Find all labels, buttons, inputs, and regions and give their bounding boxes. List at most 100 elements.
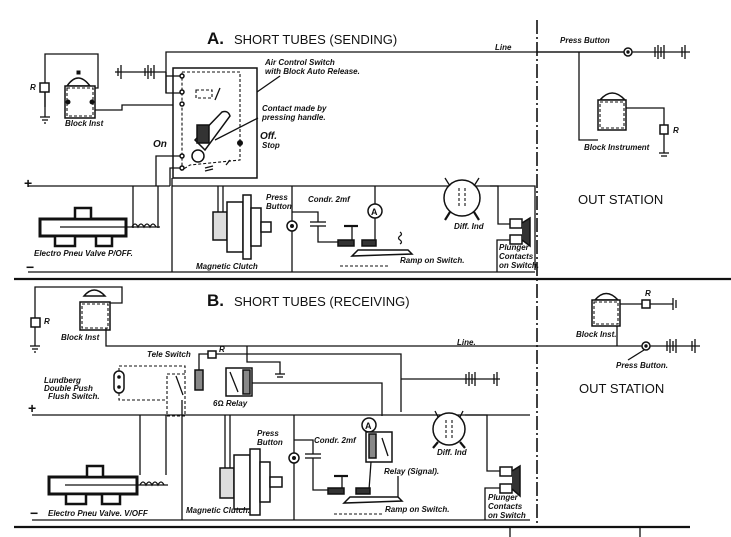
press-button-label-2: Button — [257, 438, 283, 447]
diff-indicator-icon — [443, 179, 481, 217]
tele-switch-label: Tele Switch — [147, 350, 191, 359]
tele-switch — [166, 373, 186, 417]
plunger-contacts — [499, 464, 521, 498]
section-a-title: SHORT TUBES (SENDING) — [234, 32, 397, 47]
section-a: A. SHORT TUBES (SENDING) Line R Block In… — [24, 29, 690, 275]
ammeter-icon — [367, 203, 383, 219]
resistor-r — [39, 82, 50, 93]
block-instrument — [79, 289, 111, 331]
wire — [247, 353, 402, 412]
battery-icon — [654, 45, 686, 59]
condenser-label: Condr. 2mf — [314, 436, 357, 445]
wire — [465, 414, 500, 472]
on-label: On — [153, 139, 167, 150]
clutch-label: Magnetic Clutch. — [186, 506, 250, 515]
wire — [169, 167, 180, 186]
valve-label: Electro Pneu Valve P/OFF. — [34, 249, 133, 258]
line-wire — [105, 328, 537, 347]
diff-indicator-icon — [432, 412, 466, 446]
resistor-label: R — [30, 83, 36, 92]
diff-ind-label: Diff. Ind — [437, 448, 468, 457]
lundberg-label-1: Lundberg — [44, 376, 81, 385]
plus-sign: + — [28, 400, 36, 416]
relay-signal — [365, 431, 393, 463]
air-control-label-1: Air Control Switch — [264, 58, 335, 67]
ammeter-label: A — [365, 421, 372, 431]
wire — [294, 439, 314, 454]
wire — [118, 393, 167, 401]
resistor-label: R — [645, 289, 651, 298]
plunger-label-2: Contacts — [499, 252, 534, 261]
plus-sign: + — [24, 175, 32, 191]
ramp-switch — [337, 224, 414, 267]
resistor-label: R — [44, 317, 50, 326]
section-b-title: SHORT TUBES (RECEIVING) — [234, 294, 410, 309]
valve-label: Electro Pneu Valve. V/OFF — [48, 509, 149, 518]
wire — [292, 211, 319, 222]
air-control-switch — [172, 67, 258, 179]
wire — [317, 226, 345, 243]
earth-icon — [659, 152, 669, 157]
lundberg-switch — [113, 370, 125, 394]
section-a-letter: A. — [207, 29, 224, 48]
wire — [155, 155, 180, 186]
relay-6-ohm — [225, 354, 285, 397]
section-b-letter: B. — [207, 291, 224, 310]
line-label: Line — [495, 43, 512, 52]
off-label: Off. — [260, 131, 277, 142]
wire — [490, 185, 510, 225]
condenser-icon — [305, 453, 321, 459]
plunger-label-1: Plunger — [499, 243, 530, 252]
earth-icon — [40, 116, 50, 124]
block-instrument-label: Block Instrument — [584, 143, 650, 152]
press-button-label-1: Press — [257, 429, 279, 438]
battery-icon — [455, 372, 500, 386]
diff-ind-label: Diff. Ind — [454, 222, 485, 231]
magnetic-clutch — [212, 186, 272, 260]
magnetic-clutch — [219, 415, 283, 516]
battery-icon — [666, 339, 696, 353]
minus-sign: − — [30, 505, 38, 521]
press-button-label: Press Button. — [616, 361, 668, 370]
wire — [34, 286, 123, 318]
wire — [368, 461, 372, 491]
press-button-label: Press Button — [560, 36, 610, 45]
minus-sign: − — [26, 259, 34, 275]
wire — [165, 72, 180, 94]
wire — [496, 239, 510, 272]
contact-label-2: pressing handle. — [261, 113, 326, 122]
contact-label-1: Contact made by — [262, 104, 327, 113]
line-label: Line. — [457, 338, 476, 347]
wire — [484, 487, 500, 520]
press-button-label-1: Press — [266, 193, 288, 202]
plunger-contacts — [509, 216, 531, 248]
plunger-label-3: on Switch. — [499, 261, 539, 270]
ramp-switch — [327, 474, 404, 515]
resistor-r — [207, 350, 217, 359]
resistor-label: R — [673, 126, 679, 135]
ramp-label: Ramp on Switch. — [400, 256, 464, 265]
plunger-label-1: Plunger — [488, 493, 519, 502]
wire — [198, 353, 208, 370]
ammeter-label: A — [371, 207, 378, 217]
earth-icon — [30, 345, 40, 353]
out-station-b: R Block Inst. Press Button. OUT STATION — [537, 289, 700, 396]
clutch-label: Magnetic Clutch — [196, 262, 258, 271]
block-instrument — [64, 70, 96, 119]
resistor-r — [659, 124, 669, 135]
section-b: B. SHORT TUBES (RECEIVING) R Block Inst … — [28, 286, 700, 521]
relay-signal-label: Relay (Signal). — [384, 467, 439, 476]
wire — [252, 382, 383, 416]
lundberg-label-3: Flush Switch. — [48, 392, 100, 401]
plunger-label-2: Contacts — [488, 502, 523, 511]
lundberg-label-2: Double Push — [44, 384, 93, 393]
wire — [44, 53, 99, 107]
ramp-label: Ramp on Switch. — [385, 505, 449, 514]
air-control-label-2: with Block Auto Release. — [265, 67, 360, 76]
electro-pneu-valve — [47, 464, 168, 506]
relay-label: 6Ω Relay — [213, 399, 248, 408]
block-inst-label: Block Inst — [61, 333, 100, 342]
out-station-title: OUT STATION — [579, 381, 664, 396]
coil — [194, 369, 204, 391]
